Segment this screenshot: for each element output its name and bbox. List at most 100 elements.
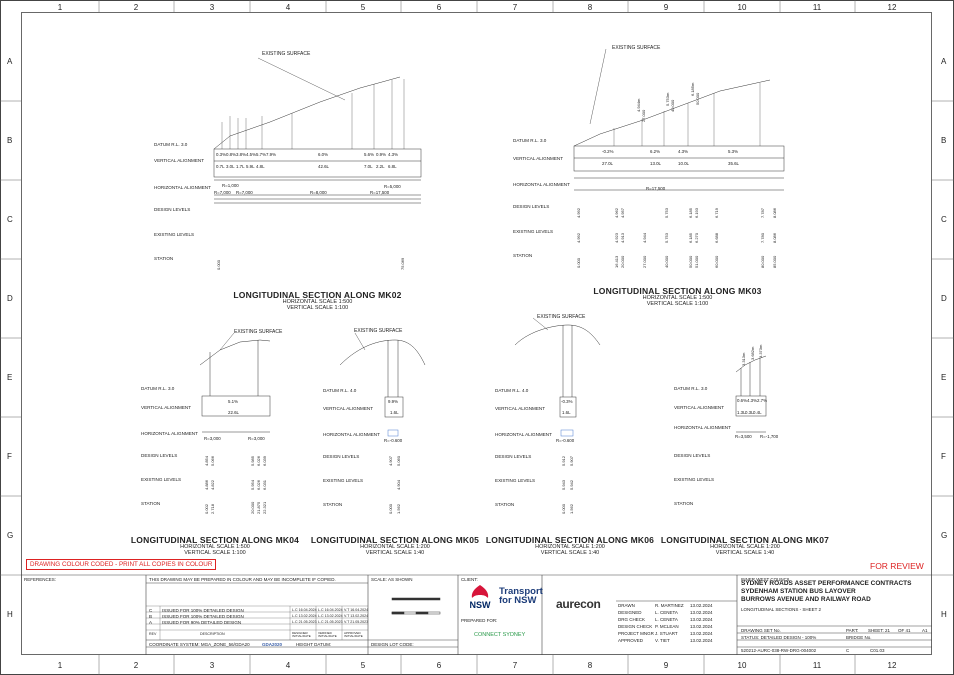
sign-role: DESIGN CHECK (618, 624, 653, 629)
sheet-number: SHEET: 21 (868, 628, 891, 633)
mk03-existing-level: 4.992 (576, 232, 581, 243)
mk04-va-grade: 5.1% (228, 399, 239, 404)
sign-date: 13.02.2024 (690, 603, 713, 608)
grid-col-9: 9 (663, 3, 669, 12)
revision-desc: ISSUED FOR 100% DETAILED DESIGN (162, 614, 244, 619)
mk03-va-length: 10.0L (678, 161, 689, 166)
revision-rev: A (149, 620, 153, 625)
mk03-existing-level: 4.923 (614, 232, 619, 243)
mk03-title: LONGITUDINAL SECTION ALONG MK03 (593, 286, 762, 296)
mk03-station: 50.000 (688, 255, 693, 268)
grid-row-d-right: D (941, 294, 947, 303)
mk04-existing-label: EXISTING LEVELS (141, 477, 182, 482)
mk04-design-level: 5.066 (210, 455, 215, 466)
mk03-design-level: 6.185 (688, 207, 693, 218)
mk03-hscale: HORIZONTAL SCALE 1:500 (642, 295, 713, 301)
grid-col-6: 6 (436, 3, 442, 12)
mk03-design-level: 4.962 (614, 207, 619, 218)
mk04-existing-level: 5.954 (250, 479, 255, 490)
revision-rev: B (149, 614, 153, 619)
mk06-va-grade: -0.3% (561, 399, 573, 404)
mk02-datum-label: DATUM R.L. 3.0 (154, 142, 188, 147)
mk04-station: 22.321 (262, 501, 267, 514)
mk03-existing-level: 7.780 (760, 232, 765, 243)
grid-row-d: D (7, 294, 13, 303)
mk05-va-grade: 9.9% (388, 399, 399, 404)
mk07-ha-label: HORIZONTAL ALIGNMENT (674, 425, 731, 430)
revision-verified: L.C 13.02.2024 (318, 614, 343, 618)
mk07-va-label: VERTICAL ALIGNMENT (674, 405, 725, 410)
rev-header: VERIFIED INITIAL/DATE (318, 631, 337, 639)
sign-date: 13.02.2024 (690, 624, 713, 629)
mk02-va-grade: 4.5% (246, 152, 257, 157)
mk04-station: 21.875 (256, 501, 261, 514)
mk04-datum-label: DATUM R.L. 3.0 (141, 386, 175, 391)
mk05-design-label: DESIGN LEVELS (323, 454, 360, 459)
sign-name: V. TIET (655, 638, 670, 643)
mk07-va-length: 1.3L (737, 410, 746, 415)
mk02-station-label: STATION (154, 256, 174, 261)
mk03-va-length: 13.0L (650, 161, 661, 166)
sign-name: P. MCLEAN (655, 624, 679, 629)
grid-col-12-bottom: 12 (887, 661, 897, 670)
mk07-title: LONGITUDINAL SECTION ALONG MK07 (660, 535, 830, 545)
mk02-va-length: 42.6L (318, 164, 329, 169)
mk04-design-label: DESIGN LEVELS (141, 453, 178, 458)
mk02-va-length: 2.2L (376, 164, 385, 169)
grid-col-12: 12 (887, 3, 897, 12)
grid-col-2-bottom: 2 (133, 661, 139, 670)
mk04-station-label: STATION (141, 501, 161, 506)
prepared-for-label: PREPARED FOR: (461, 618, 498, 623)
mk03-station: 0.000 (576, 257, 581, 268)
mk04-design-level: 4.854 (204, 455, 209, 466)
part-label: PART: (846, 628, 859, 633)
mk02-ha-label: HORIZONTAL ALIGNMENT (154, 185, 211, 190)
grid-col-3-bottom: 3 (209, 661, 215, 670)
grid-col-10: 10 (737, 3, 747, 12)
mk07-va-grade: 0.6% (737, 398, 748, 403)
mk03-va-grade: 5.3% (728, 149, 739, 154)
mk07-va-grade: 2.7% (757, 398, 768, 403)
revision-approved: V.T 16.04.2024 (344, 608, 369, 612)
revision-approved: V.T 13.02.2024 (344, 614, 369, 618)
mk06-design-level: 5.912 (561, 455, 566, 466)
mk05-existing-label: EXISTING LEVELS (323, 478, 364, 483)
mk03-station-label: STATION (513, 253, 533, 258)
title-block-frame (21, 574, 932, 655)
grid-row-a: A (7, 57, 13, 66)
colour-warning: THIS DRAWING MAY BE PREPARED IN COLOUR A… (149, 577, 336, 582)
status-label: STATUS: DETAILED DESIGN - 100% (741, 635, 817, 640)
mk03-design-level: 6.193 (694, 207, 699, 218)
mk02-design-label: DESIGN LEVELS (154, 207, 191, 212)
project-line: SYDNEY ROADS ASSET PERFORMANCE CONTRACTS (741, 580, 912, 587)
mk03-station: 20.000 (620, 255, 625, 268)
mk03-va-length: 27.0L (602, 161, 613, 166)
mk02-ha-radius: R=5,000 (384, 184, 401, 189)
mk07-existing-label: EXISTING LEVELS (674, 477, 715, 482)
mk05-ha-label: HORIZONTAL ALIGNMENT (323, 432, 380, 437)
sheet-title: LONGITUDINAL SECTIONS - SHEET 2 (741, 607, 822, 612)
mk06-existing-label: EXISTING LEVELS (495, 478, 536, 483)
gda-badge: GDA2020 (262, 642, 283, 647)
mk07-ha-radius: R=3,500 (735, 434, 752, 439)
mk03-existing-level: 5.753 (664, 232, 669, 243)
grid-row-b: B (7, 136, 13, 145)
mk02-title: LONGITUDINAL SECTION ALONG MK02 (233, 290, 402, 300)
sign-date: 13.02.2024 (690, 631, 713, 636)
grid-col-6-bottom: 6 (436, 661, 442, 670)
rev-header: REV (149, 632, 157, 636)
grid-row-f-right: F (941, 452, 946, 461)
mk07-datum-label: DATUM R.L. 3.0 (674, 386, 708, 391)
grid-row-a-right: A (941, 57, 947, 66)
mk02-va-length: 6.8L (388, 164, 397, 169)
mk07-vscale: VERTICAL SCALE 1:40 (715, 550, 775, 556)
mk06-hscale: HORIZONTAL SCALE 1:200 (535, 544, 605, 550)
sheet-total: OF 41 (898, 628, 911, 633)
mk02-station-start: 0.000 (216, 259, 221, 270)
mk02-va-length: 5.9L (246, 164, 255, 169)
mk02-va-label: VERTICAL ALIGNMENT (154, 158, 205, 163)
mk03-existing-level: 4.944 (642, 232, 647, 243)
mk05-existing-level: 4.904 (396, 479, 401, 490)
grid-row-g-right: G (941, 531, 948, 540)
mk03-datum-label: DATUM R.L. 3.0 (513, 138, 547, 143)
